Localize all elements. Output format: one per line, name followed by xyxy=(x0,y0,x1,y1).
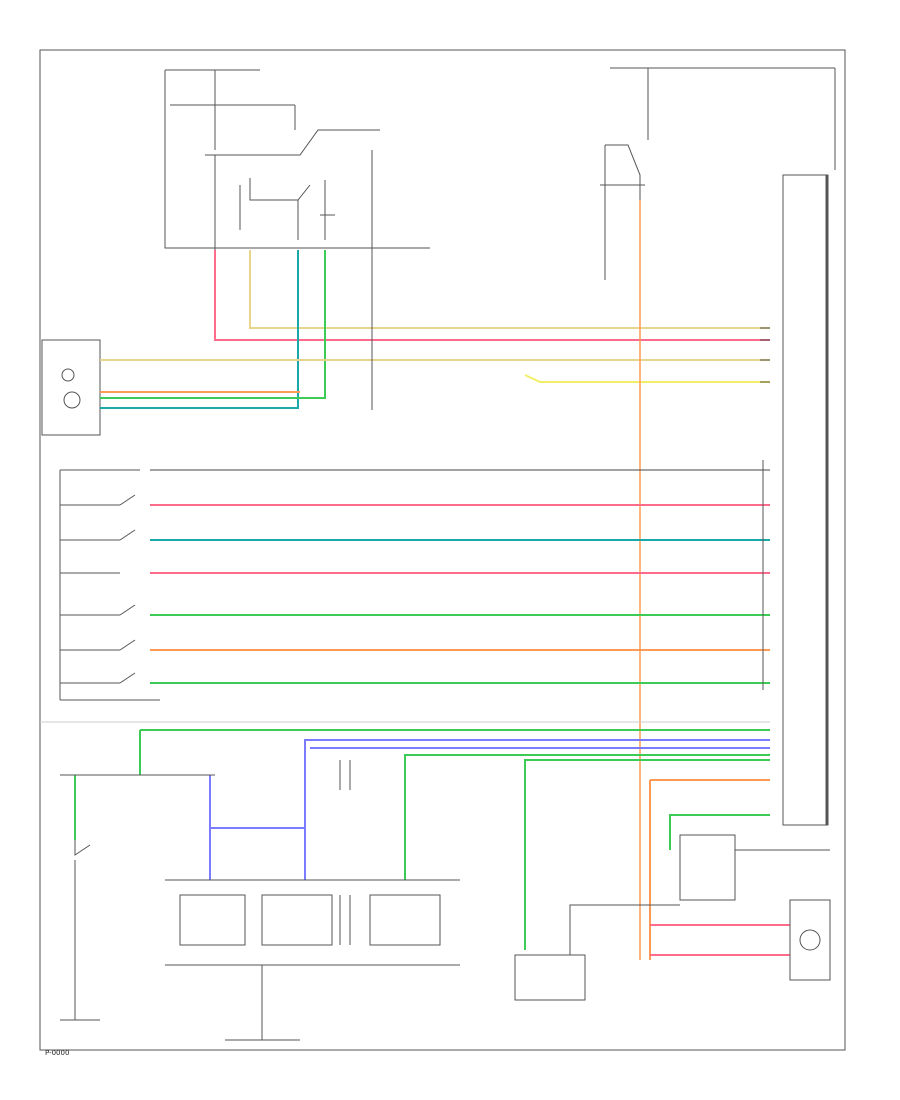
upper-wire-group xyxy=(100,200,770,960)
connector-ticks xyxy=(760,327,770,383)
lower-module xyxy=(165,879,460,1041)
footer-code: P-0000 xyxy=(45,1049,69,1057)
switch-column xyxy=(59,460,764,701)
left-switch-block xyxy=(41,339,101,436)
control-module xyxy=(782,174,829,826)
switch-row-wires xyxy=(150,469,770,684)
left-ground-switch xyxy=(60,840,100,1021)
bottom-center-box xyxy=(514,834,830,1001)
top-right-switch xyxy=(600,67,836,280)
lower-wire-group xyxy=(40,721,790,960)
bottom-right-component xyxy=(789,899,831,981)
diagram-border xyxy=(39,49,846,1051)
relay-box xyxy=(164,69,430,250)
